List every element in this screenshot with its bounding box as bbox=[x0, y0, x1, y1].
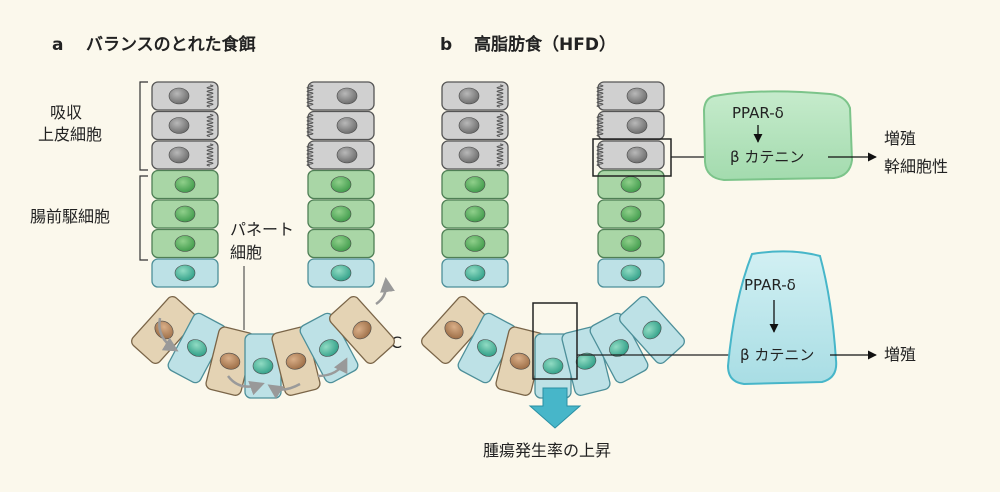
absorptive-cell bbox=[306, 110, 375, 141]
absorptive-cell bbox=[151, 140, 219, 170]
stem-cell bbox=[589, 312, 649, 384]
box2-top: PPAR-δ bbox=[744, 276, 796, 294]
box2-outcome: 増殖 bbox=[884, 345, 916, 364]
panel-a-title: バランスのとれた食餌 bbox=[86, 34, 256, 55]
crypt-balanced-diet bbox=[131, 81, 395, 399]
zoom-cell-progenitor bbox=[702, 90, 854, 182]
stem-cell bbox=[151, 258, 219, 288]
absorptive-cell bbox=[151, 81, 219, 111]
progenitor-cell bbox=[307, 169, 375, 200]
stem-cell bbox=[167, 312, 227, 384]
panel-b-letter: b bbox=[440, 35, 452, 55]
absorptive-cell bbox=[441, 81, 509, 111]
label-paneth-line1: パネート bbox=[230, 220, 294, 239]
progenitor-cell bbox=[151, 199, 219, 229]
paneth-cell bbox=[495, 326, 545, 396]
progenitor-cell bbox=[597, 169, 665, 200]
absorptive-cell bbox=[306, 81, 375, 111]
migration-arrow bbox=[267, 382, 301, 399]
box2-bottom: β カテニン bbox=[740, 346, 814, 364]
progenitor-cell bbox=[597, 228, 665, 259]
panel-a-letter: a bbox=[52, 35, 63, 55]
label-progenitor: 腸前駆細胞 bbox=[30, 207, 110, 226]
progenitor-cell bbox=[151, 169, 219, 200]
bracket-absorptive bbox=[139, 81, 148, 171]
crypt-high-fat-diet bbox=[421, 81, 685, 399]
migration-arrows bbox=[158, 277, 395, 399]
stem-cell bbox=[597, 258, 665, 288]
absorptive-cell bbox=[441, 110, 509, 141]
box1-outcome-1: 増殖 bbox=[884, 129, 916, 148]
progenitor-cell bbox=[441, 169, 509, 200]
progenitor-cell bbox=[151, 228, 219, 259]
stem-cell bbox=[307, 258, 375, 288]
absorptive-cell bbox=[596, 81, 665, 111]
label-absorptive-line1: 吸収 bbox=[50, 103, 82, 122]
paneth-cell bbox=[205, 326, 255, 396]
box1-outcome-2: 幹細胞性 bbox=[884, 157, 948, 176]
paneth-cell bbox=[131, 295, 197, 365]
migration-arrow bbox=[375, 277, 395, 306]
paneth-cell bbox=[329, 295, 395, 365]
stem-cell bbox=[441, 258, 509, 288]
progenitor-cell bbox=[597, 199, 665, 229]
label-paneth-line2: 細胞 bbox=[230, 243, 262, 262]
highlight-box-isc bbox=[532, 302, 578, 380]
paneth-cell bbox=[421, 295, 487, 365]
migration-arrow bbox=[317, 357, 348, 378]
stem-cell bbox=[619, 295, 685, 365]
panel-b-title: 高脂肪食（HFD） bbox=[474, 34, 616, 55]
box1-top: PPAR-δ bbox=[732, 104, 784, 122]
absorptive-cell bbox=[596, 110, 665, 141]
zoom-cell-isc bbox=[726, 250, 838, 386]
box1-bottom: β カテニン bbox=[730, 148, 804, 166]
result-label: 腫瘍発生率の上昇 bbox=[483, 441, 611, 460]
absorptive-cell bbox=[306, 140, 375, 170]
result-arrow bbox=[528, 387, 582, 429]
migration-arrow bbox=[158, 317, 179, 352]
migration-arrow bbox=[227, 375, 265, 396]
progenitor-cell bbox=[307, 228, 375, 259]
progenitor-cell bbox=[441, 199, 509, 229]
stem-cell bbox=[534, 333, 572, 399]
absorptive-cell bbox=[151, 110, 219, 141]
label-absorptive-line2: 上皮細胞 bbox=[38, 125, 102, 144]
progenitor-cell bbox=[307, 199, 375, 229]
progenitor-cell bbox=[441, 228, 509, 259]
absorptive-cell bbox=[441, 140, 509, 170]
absorptive-cell bbox=[596, 140, 665, 170]
bracket-progenitor bbox=[139, 175, 148, 261]
